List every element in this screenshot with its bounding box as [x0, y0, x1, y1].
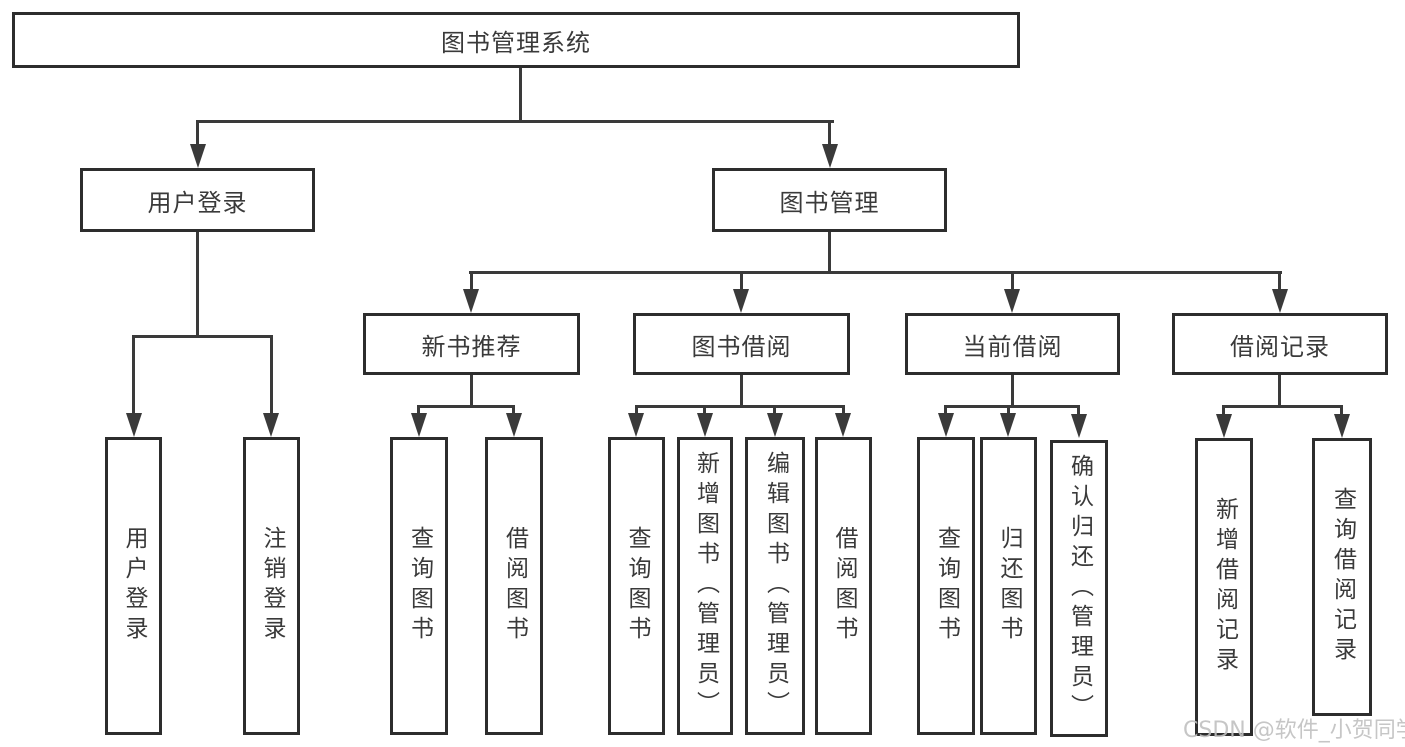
arrow-down-icon — [1000, 413, 1016, 437]
connector-line — [828, 120, 831, 150]
connector-line — [512, 405, 515, 417]
arrow-down-icon — [697, 413, 713, 437]
connector-line — [270, 335, 273, 417]
connector-line — [1011, 271, 1014, 293]
arrow-down-icon — [938, 413, 954, 437]
connector-line — [196, 120, 199, 150]
node-label: 图书借阅 — [691, 332, 792, 361]
node-label: 借阅记录 — [1230, 332, 1330, 361]
node-label: 查询图书 — [933, 526, 960, 646]
node-label: 归还图书 — [996, 526, 1022, 646]
connector-line — [196, 120, 834, 123]
node-label: 编辑图书（管理员） — [762, 451, 789, 721]
node-book-management: 图书管理 — [712, 168, 947, 232]
node-current-borrowing: 当前借阅 — [905, 313, 1120, 375]
arrow-down-icon — [1272, 289, 1288, 313]
connector-line — [1011, 375, 1014, 408]
connector-line — [1340, 405, 1343, 417]
connector-line — [1278, 375, 1281, 408]
arrow-down-icon — [1334, 414, 1350, 438]
node-label: 查询图书 — [624, 526, 650, 646]
node-query-borrowing-record: 查询借阅记录 — [1312, 438, 1372, 716]
node-label: 新书推荐 — [421, 332, 522, 361]
connector-line — [417, 405, 420, 417]
node-label: 图书管理系统 — [441, 28, 591, 57]
node-label: 确认归还（管理员） — [1066, 453, 1093, 724]
connector-line — [944, 405, 1080, 408]
node-edit-books-admin: 编辑图书（管理员） — [745, 437, 805, 735]
connector-line — [1007, 405, 1010, 417]
connector-line — [635, 405, 845, 408]
node-borrow-books-1: 借阅图书 — [485, 437, 543, 735]
node-label: 注销登录 — [259, 526, 285, 646]
connector-line — [1278, 271, 1281, 293]
node-label: 新增图书（管理员） — [692, 451, 719, 721]
arrow-down-icon — [1216, 414, 1232, 438]
arrow-down-icon — [822, 144, 838, 168]
arrow-down-icon — [1071, 414, 1087, 438]
arrow-down-icon — [733, 289, 749, 313]
arrow-down-icon — [628, 413, 644, 437]
connector-line — [469, 271, 1282, 274]
csdn-watermark: CSDN @软件_小贺同学 — [1183, 718, 1405, 743]
arrow-down-icon — [835, 413, 851, 437]
connector-line — [635, 405, 638, 417]
connector-line — [773, 405, 776, 417]
node-borrowing-records: 借阅记录 — [1172, 313, 1388, 375]
node-label: 用户登录 — [147, 188, 248, 217]
connector-line — [470, 375, 473, 408]
arrow-down-icon — [1004, 289, 1020, 313]
node-label: 查询借阅记录 — [1329, 487, 1356, 667]
node-label: 新增借阅记录 — [1211, 497, 1238, 677]
node-label: 借阅图书 — [831, 526, 857, 646]
node-new-book-recommendation: 新书推荐 — [363, 313, 580, 375]
connector-line — [417, 405, 515, 408]
node-query-books-3: 查询图书 — [917, 437, 975, 735]
node-label: 查询图书 — [406, 526, 433, 646]
node-label: 借阅图书 — [501, 526, 528, 646]
connector-line — [196, 232, 199, 338]
connector-line — [842, 405, 845, 417]
node-borrow-books-2: 借阅图书 — [815, 437, 872, 735]
arrow-down-icon — [190, 144, 206, 168]
connector-line — [1222, 405, 1343, 408]
node-return-books: 归还图书 — [980, 437, 1037, 735]
connector-line — [703, 405, 706, 417]
node-label: 图书管理 — [779, 188, 880, 217]
node-label: 用户登录 — [121, 526, 147, 646]
connector-line — [944, 405, 947, 417]
arrow-down-icon — [506, 413, 522, 437]
arrow-down-icon — [263, 413, 279, 437]
node-query-books-2: 查询图书 — [608, 437, 665, 735]
node-confirm-return-admin: 确认归还（管理员） — [1050, 440, 1108, 737]
connector-line — [132, 335, 135, 417]
connector-line — [828, 232, 831, 274]
node-user-login-leaf: 用户登录 — [105, 437, 162, 735]
connector-line — [1222, 405, 1225, 417]
arrow-down-icon — [411, 413, 427, 437]
arrow-down-icon — [463, 289, 479, 313]
connector-line — [1077, 405, 1080, 417]
node-user-login: 用户登录 — [80, 168, 315, 232]
node-logout: 注销登录 — [243, 437, 300, 735]
connector-line — [132, 335, 273, 338]
node-add-borrowing-record: 新增借阅记录 — [1195, 438, 1253, 736]
connector-line — [470, 271, 473, 293]
node-book-borrowing: 图书借阅 — [633, 313, 850, 375]
node-query-books-1: 查询图书 — [390, 437, 448, 735]
node-add-books-admin: 新增图书（管理员） — [677, 437, 733, 735]
node-label: 当前借阅 — [962, 332, 1063, 361]
node-library-management-system: 图书管理系统 — [12, 12, 1020, 68]
arrow-down-icon — [126, 413, 142, 437]
connector-line — [740, 271, 743, 293]
connector-line — [740, 375, 743, 408]
connector-line — [519, 68, 522, 123]
arrow-down-icon — [767, 413, 783, 437]
